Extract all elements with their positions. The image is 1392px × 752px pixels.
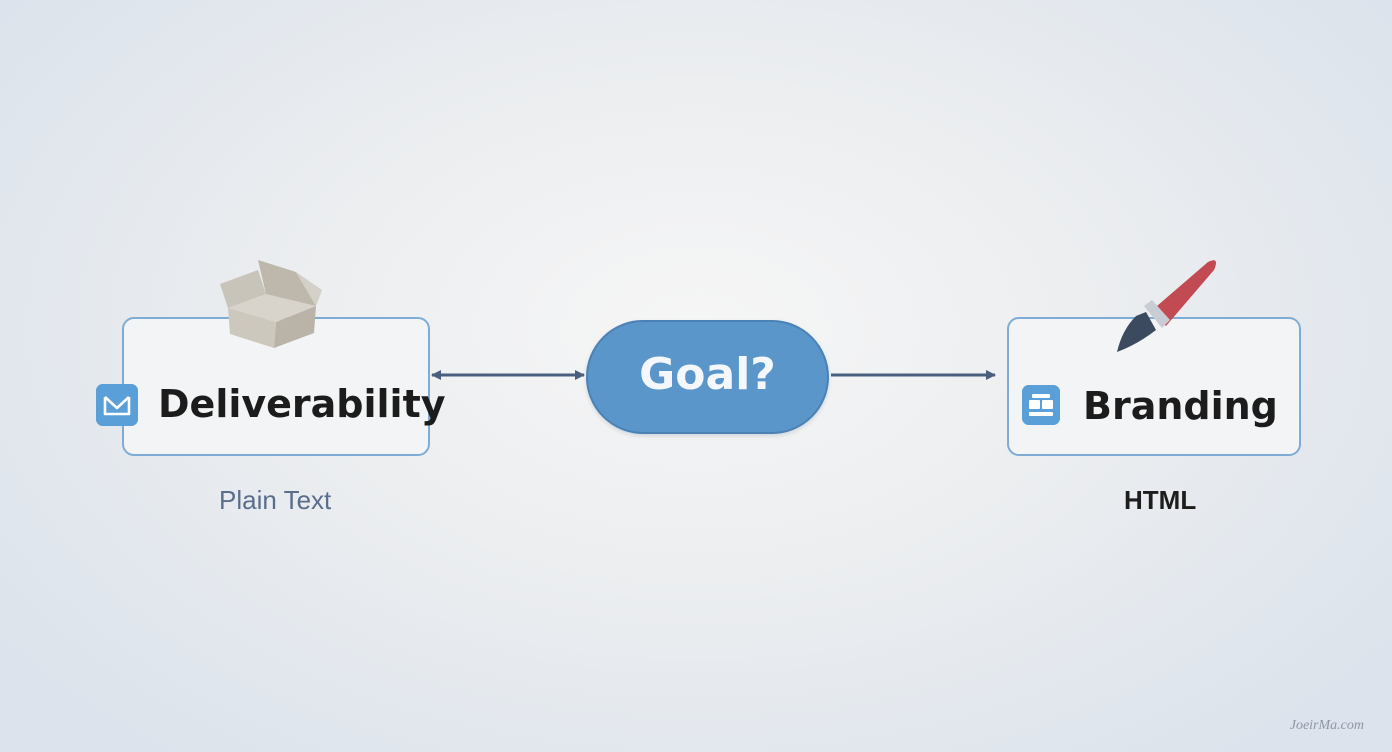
plain-text-caption: Plain Text bbox=[219, 485, 332, 515]
goal-label: Goal? bbox=[639, 349, 776, 400]
html-caption: HTML bbox=[1124, 485, 1197, 515]
branding-label: Branding bbox=[1083, 384, 1278, 428]
watermark: JoeirMa.com bbox=[1289, 718, 1364, 733]
deliverability-node: Deliverability bbox=[122, 317, 446, 456]
deliverability-label: Deliverability bbox=[158, 382, 446, 426]
template-icon bbox=[1022, 385, 1060, 425]
goal-node: Goal? bbox=[586, 320, 829, 434]
envelope-icon bbox=[96, 384, 138, 426]
